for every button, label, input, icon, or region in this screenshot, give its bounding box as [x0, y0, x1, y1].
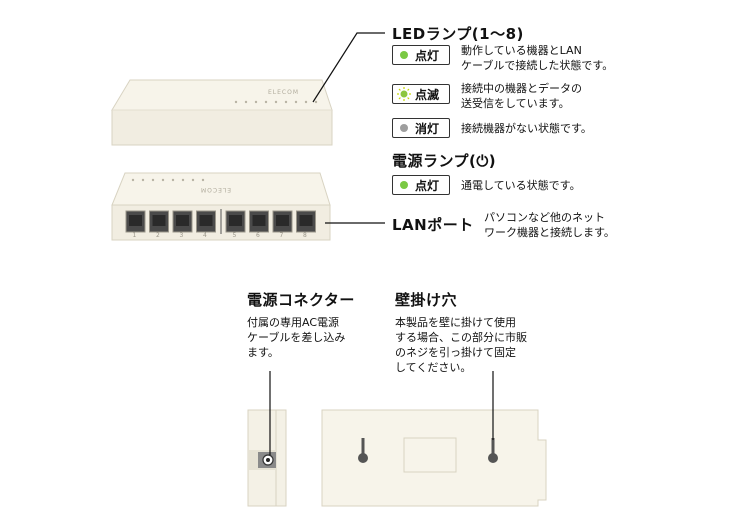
led-section-title: LEDランプ(1～8)	[392, 25, 524, 43]
wall-mount-hole-left	[358, 438, 368, 463]
lan-port-desc: パソコンなど他のネット ワーク機器と接続します。	[484, 210, 615, 240]
led-on-desc-line: 動作している機器とLAN	[461, 44, 582, 57]
brand-top: ELECOM	[268, 89, 300, 96]
lan-port-socket	[252, 215, 266, 226]
led-blink-desc-line: 接続中の機器とデータの	[461, 82, 582, 95]
port-number: 2	[156, 232, 160, 239]
led-blink-indicator-icon	[397, 87, 411, 101]
lan-port-socket	[276, 215, 289, 226]
led-blink-desc: 接続中の機器とデータの 送受信をしています。	[461, 81, 582, 111]
power-connector-desc-line: ケーブルを差し込み	[247, 331, 346, 344]
lan-port-title: LANポート	[392, 216, 474, 234]
led-off-badge: 消灯	[392, 118, 450, 138]
power-lamp-label: 点灯	[415, 178, 440, 193]
power-lamp-desc: 通電している状態です。	[461, 179, 581, 192]
lan-port-socket	[229, 215, 242, 226]
power-on-indicator-icon	[400, 181, 408, 189]
lan-port-socket	[152, 215, 166, 226]
led-leader-line	[312, 32, 385, 103]
lan-port-desc-line: パソコンなど他のネット	[484, 211, 605, 224]
led-on-desc-line: ケーブルで接続した状態です。	[461, 59, 614, 72]
wall-mount-desc-line: 本製品を壁に掛けて使用	[395, 316, 516, 329]
port-number: 1	[132, 232, 137, 239]
lan-ports	[125, 209, 316, 234]
front-led-dots	[131, 178, 205, 182]
led-on-label: 点灯	[415, 48, 440, 63]
led-on-desc: 動作している機器とLAN ケーブルで接続した状態です。	[461, 43, 613, 73]
port-number: 4	[203, 232, 207, 239]
led-off-label: 消灯	[415, 121, 440, 136]
led-blink-label: 点滅	[415, 87, 440, 102]
wall-mount-desc-line: する場合、この部分に市販	[395, 331, 527, 344]
lan-port-socket	[176, 215, 189, 226]
led-on-badge: 点灯	[392, 45, 450, 65]
power-lamp-badge: 点灯	[392, 175, 450, 195]
port-number: 5	[232, 232, 237, 239]
port-number: 7	[279, 232, 284, 239]
power-connector-desc-line: 付属の専用AC電源	[247, 316, 340, 329]
led-off-desc-line: 接続機器がない状態です。	[461, 122, 592, 135]
lan-port-desc-line: ワーク機器と接続します。	[484, 226, 615, 239]
wall-mount-desc: 本製品を壁に掛けて使用 する場合、この部分に市販 のネジを引っ掛けて固定 してく…	[395, 315, 527, 375]
wall-mount-title: 壁掛け穴	[395, 291, 458, 309]
led-off-indicator-icon	[400, 124, 408, 132]
lan-port-socket	[199, 215, 213, 226]
port-number: 3	[179, 232, 184, 239]
power-connector-title: 電源コネクター	[247, 291, 355, 309]
port-number: 6	[256, 232, 260, 239]
lan-port-socket	[129, 215, 142, 226]
top-led-dots	[234, 100, 318, 104]
wall-mount-hole-right	[488, 438, 498, 463]
power-connector-desc: 付属の専用AC電源 ケーブルを差し込み ます。	[247, 315, 345, 360]
power-lamp-title: 電源ランプ(⏻)	[392, 152, 497, 170]
wall-mount-desc-line: してください。	[395, 361, 472, 374]
led-blink-badge: 点滅	[392, 84, 450, 104]
port-number: 8	[303, 232, 307, 239]
lan-port-socket	[299, 215, 313, 226]
brand-front: ELECOM	[200, 186, 232, 193]
wall-mount-desc-line: のネジを引っ掛けて固定	[395, 346, 516, 359]
led-blink-desc-line: 送受信をしています。	[461, 97, 570, 110]
power-connector-desc-line: ます。	[247, 346, 279, 359]
led-on-indicator-icon	[400, 51, 408, 59]
led-off-desc: 接続機器がない状態です。	[461, 121, 592, 136]
